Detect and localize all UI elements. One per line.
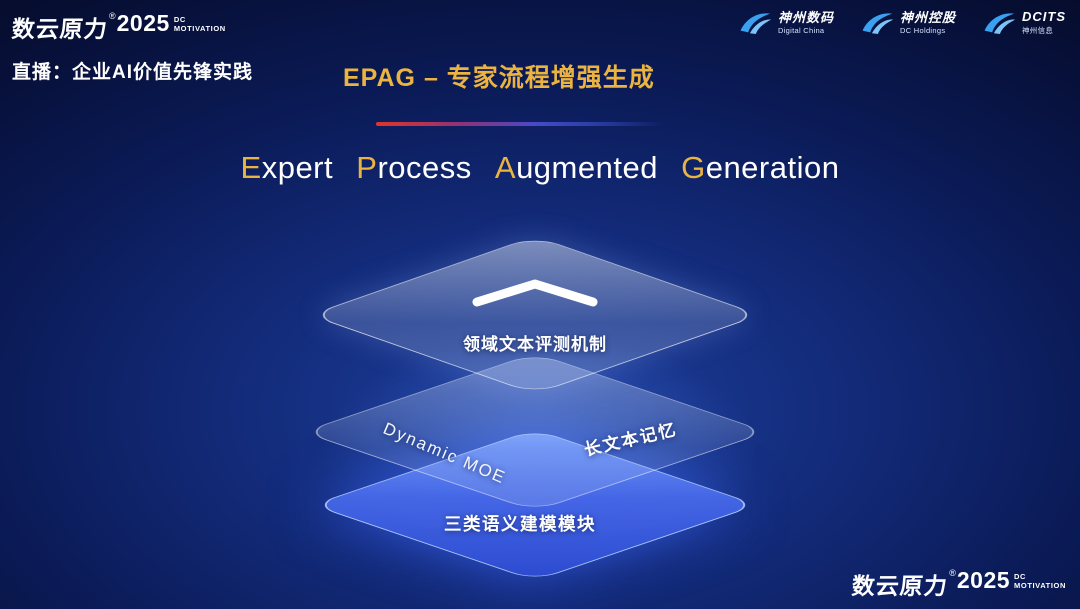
logo-subtitle: DC Holdings [899,25,946,35]
hero-title: Expert Process Augmented Generation [0,150,1080,186]
brand-sub-line2: MOTIVATION [173,24,226,33]
hero-word-rest: ugmented [516,150,658,185]
registered-mark: ® [109,11,116,21]
live-label: 直播：企业AI价值先锋实践 [12,62,254,83]
brand-subtitle: DC MOTIVATION [1014,572,1066,590]
brand-logo: 数云原力 ® 2025 DC MOTIVATION [10,10,226,44]
partner-logos: 神州数码 Digital China 神州控股 DC Holdings DCIT… [738,9,1066,36]
logo-subtitle: 神州信息 [1022,25,1054,35]
hero-word-accent: A [494,150,517,185]
brand-sub-line1: DC [1014,572,1027,581]
swoosh-icon [984,13,1016,35]
logo-text: 神州数码 Digital China [777,10,834,35]
logo-digital-china: 神州数码 Digital China [738,10,834,36]
hero-word-rest: rocess [377,150,472,185]
hero-word-rest: eneration [705,150,840,185]
hero-word-accent: G [681,150,706,185]
brand-year: 2025 [116,10,170,36]
footer-brand-logo: 数云原力 ® 2025 DC MOTIVATION [850,567,1066,601]
logo-text: DCITS 神州信息 [1022,9,1066,36]
brand-sub-line2: MOTIVATION [1014,581,1066,590]
swoosh-icon [862,13,894,35]
bottom-layer-label: 三类语义建模模块 [444,514,596,534]
registered-mark: ® [949,568,956,578]
logo-text: 神州控股 DC Holdings [899,10,956,35]
brand-year: 2025 [956,567,1011,593]
gradient-divider [376,122,664,126]
hero-word-accent: E [240,150,262,185]
logo-name: 神州控股 [899,10,956,26]
brand-subtitle: DC MOTIVATION [174,15,226,33]
logo-dcits: DCITS 神州信息 [982,9,1066,36]
hero-word: Expert [241,150,334,185]
hero-word-accent: P [356,150,378,185]
section-title: EPAG – 专家流程增强生成 [343,64,655,92]
hero-word-rest: xpert [261,150,334,185]
logo-name: 神州数码 [777,10,834,26]
logo-name: DCITS [1022,9,1066,25]
top-layer-label: 领域文本评测机制 [463,335,607,354]
logo-subtitle: Digital China [777,25,825,35]
chevron-up-icon [472,279,598,307]
brand-name: 数云原力 [10,16,109,42]
hero-word: Generation [681,150,839,185]
logo-dc-holdings: 神州控股 DC Holdings [860,10,956,36]
hero-word: Augmented [495,150,658,185]
brand-sub-line1: DC [173,15,186,24]
brand-name: 数云原力 [850,573,950,599]
hero-word: Process [356,150,472,185]
swoosh-icon [740,13,772,35]
